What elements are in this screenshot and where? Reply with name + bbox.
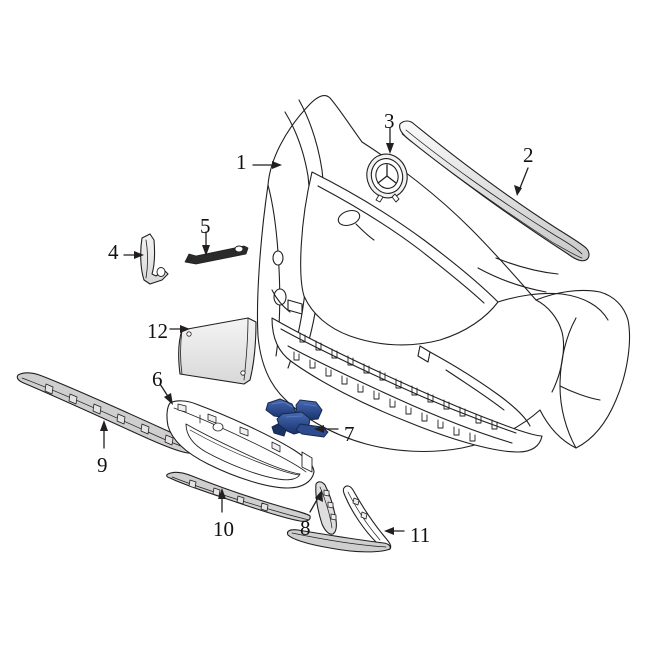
callout-label-8[interactable]: 8 bbox=[300, 516, 311, 540]
callout-label-5[interactable]: 5 bbox=[200, 214, 211, 238]
callout-leader-lines bbox=[100, 127, 529, 535]
part-corner-trim-right[interactable] bbox=[286, 485, 392, 553]
part-star-emblem[interactable] bbox=[362, 149, 413, 203]
part-mounting-bracket[interactable] bbox=[140, 233, 169, 285]
part-license-plate-bracket[interactable] bbox=[178, 317, 257, 385]
part-lower-grille[interactable] bbox=[166, 400, 315, 489]
callout-label-4[interactable]: 4 bbox=[108, 240, 119, 264]
callout-label-1[interactable]: 1 bbox=[236, 150, 247, 174]
callout-label-7[interactable]: 7 bbox=[344, 422, 355, 446]
callout-label-12[interactable]: 12 bbox=[147, 319, 168, 343]
part-upper-trim-strip[interactable] bbox=[399, 120, 590, 262]
part-corner-trim-left[interactable] bbox=[315, 481, 337, 535]
callout-label-10[interactable]: 10 bbox=[213, 517, 234, 541]
callout-label-11[interactable]: 11 bbox=[410, 523, 431, 547]
callout-label-6[interactable]: 6 bbox=[152, 367, 163, 391]
part-lower-grille-molding[interactable] bbox=[166, 471, 311, 522]
callout-label-2[interactable]: 2 bbox=[523, 143, 534, 167]
part-bumper-cover[interactable] bbox=[256, 95, 630, 453]
part-retaining-bolt[interactable] bbox=[184, 245, 249, 265]
part-grille-bracket-clip-highlighted[interactable] bbox=[265, 398, 329, 438]
callout-label-3[interactable]: 3 bbox=[384, 109, 395, 133]
callout-label-9[interactable]: 9 bbox=[97, 453, 108, 477]
